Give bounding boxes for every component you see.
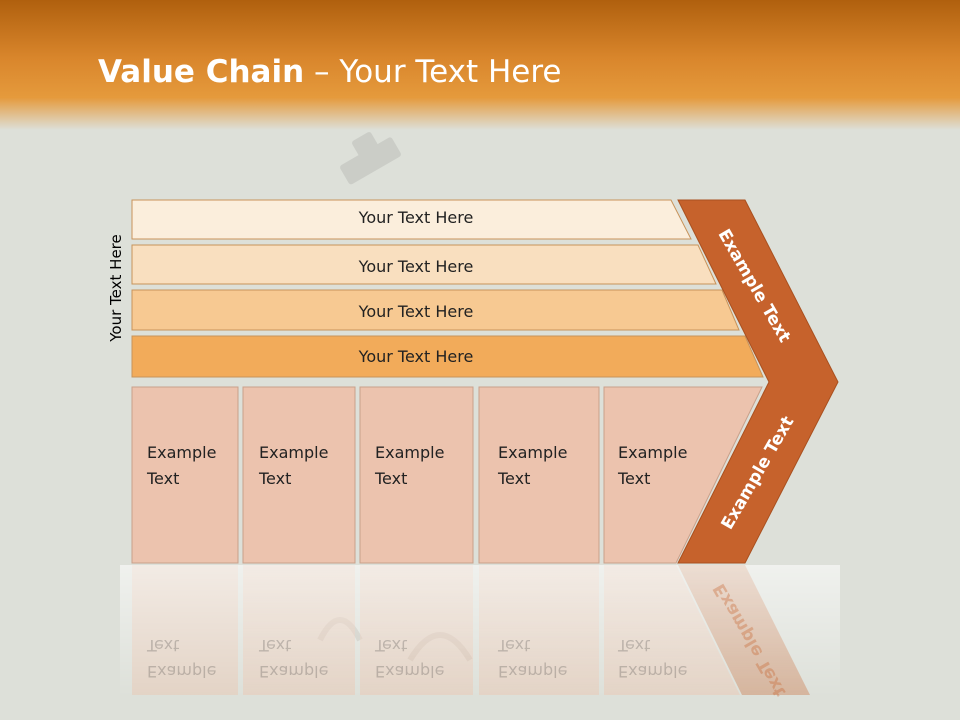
activity-reflection-3: Example Text <box>375 636 445 681</box>
support-bar-label-1: Your Text Here <box>358 208 474 227</box>
activity-label-4: Example Text <box>498 443 568 488</box>
activity-reflection-1: Example Text <box>147 636 217 681</box>
support-bar-label-4: Your Text Here <box>358 347 474 366</box>
activity-reflection-5: Example Text <box>618 636 688 681</box>
support-bar-label-2: Your Text Here <box>358 257 474 276</box>
activity-box-1 <box>131 386 239 564</box>
support-bar-label-3: Your Text Here <box>358 302 474 321</box>
activity-label-1: Example Text <box>147 443 217 488</box>
activity-label-5: Example Text <box>618 443 688 488</box>
title-bold: Value Chain <box>98 54 305 90</box>
title-rest: – Your Text Here <box>304 54 562 90</box>
activity-reflection-2: Example Text <box>259 636 329 681</box>
activity-reflection-4: Example Text <box>498 636 568 681</box>
support-bar-4 <box>131 335 764 378</box>
activity-box-5 <box>603 386 763 564</box>
side-label: Your Text Here <box>107 234 125 342</box>
activity-box-2 <box>242 386 356 564</box>
support-bar-3 <box>131 289 740 331</box>
header-banner <box>0 0 960 130</box>
activity-label-2: Example Text <box>259 443 329 488</box>
slide-title: Value Chain – Your Text Here <box>98 54 561 90</box>
reflection-fade <box>120 565 840 700</box>
margin-arrow <box>677 199 839 564</box>
activity-box-4 <box>478 386 600 564</box>
activity-box-3 <box>359 386 474 564</box>
activity-label-3: Example Text <box>375 443 445 488</box>
support-bar-1 <box>131 199 692 240</box>
support-bar-2 <box>131 244 717 285</box>
